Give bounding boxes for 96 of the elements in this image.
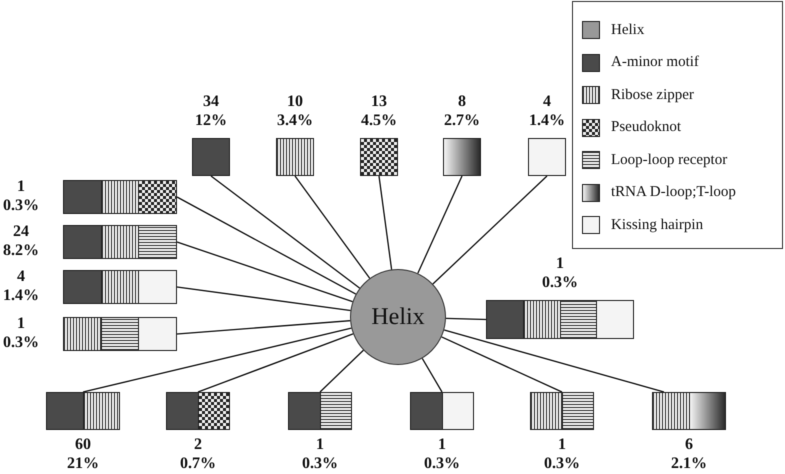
- motif-bar: [63, 317, 177, 351]
- percent-label: 0.3%: [301, 454, 339, 473]
- legend-label: A-minor motif: [611, 54, 699, 72]
- motif-segment: [139, 226, 176, 258]
- percent-label: 12%: [194, 111, 228, 130]
- count-label: 8: [457, 92, 467, 111]
- motif-bar: [410, 392, 474, 430]
- percent-label: 21%: [66, 454, 100, 473]
- count-label: 1: [557, 435, 567, 454]
- count-label: 10: [286, 92, 304, 111]
- count-label: 24: [12, 222, 30, 241]
- percent-label: 0.3%: [2, 333, 40, 352]
- motif-segment: [524, 301, 560, 338]
- motif-segment: [47, 393, 84, 429]
- connector-line: [432, 176, 548, 284]
- count-label: 1: [315, 435, 325, 454]
- percent-label: 0.7%: [179, 454, 217, 473]
- motif-segment: [139, 318, 176, 350]
- motif-segment: [411, 393, 442, 429]
- legend-label: Pseudoknot: [611, 119, 682, 136]
- percent-label: 1.4%: [528, 111, 566, 130]
- motif-bar: [63, 225, 177, 259]
- percent-label: 8.2%: [2, 241, 40, 260]
- motif-segment: [198, 393, 229, 429]
- connector-line: [176, 241, 353, 302]
- count-label: 1: [437, 435, 447, 454]
- motif-segment: [64, 181, 102, 213]
- connector-line: [176, 286, 351, 312]
- count-label: 4: [542, 92, 552, 111]
- motif-segment: [597, 301, 633, 338]
- legend-label: Ribose zipper: [611, 86, 694, 104]
- percent-label: 0.3%: [541, 273, 579, 292]
- motif-bar: [530, 392, 594, 430]
- connector-line: [82, 327, 352, 393]
- motif-segment: [139, 181, 176, 213]
- motif-segment: [139, 271, 176, 303]
- count-label: 1: [16, 177, 26, 196]
- motif-bar: [288, 392, 352, 430]
- motif-bar: [166, 392, 230, 430]
- connector-line: [378, 176, 392, 270]
- motif-segment: [487, 301, 524, 338]
- percent-label: 0.3%: [543, 454, 581, 473]
- legend-label: Kissing hairpin: [611, 216, 704, 234]
- connector-line: [210, 175, 360, 289]
- percent-label: 4.5%: [360, 111, 398, 130]
- motif-segment: [102, 271, 140, 303]
- count-label: 34: [202, 92, 220, 111]
- percent-label: 0.3%: [423, 454, 461, 473]
- connector-line: [446, 318, 486, 320]
- motif-segment: [64, 271, 102, 303]
- percent-label: 1.4%: [2, 286, 40, 305]
- connector-line: [444, 329, 664, 393]
- percent-label: 0.3%: [2, 196, 40, 215]
- count-label: 4: [16, 267, 26, 286]
- motif-segment: [560, 301, 598, 338]
- connector-line: [441, 336, 562, 393]
- connector-line: [176, 320, 350, 335]
- count-label: 1: [16, 314, 26, 333]
- motif-bar: [63, 270, 177, 304]
- connector-line: [417, 176, 463, 274]
- count-label: 1: [555, 254, 565, 273]
- count-label: 6: [684, 435, 694, 454]
- motif-segment: [289, 393, 320, 429]
- count-label: 13: [370, 92, 388, 111]
- motif-segment: [102, 226, 140, 258]
- connector-line: [294, 176, 370, 279]
- motif-segment: [102, 318, 140, 350]
- count-label: 60: [74, 435, 92, 454]
- connector-line: [176, 196, 356, 295]
- helix-circle: [350, 269, 446, 365]
- motif-segment: [690, 393, 725, 429]
- motif-bar: [652, 392, 726, 430]
- legend-label: Loop-loop receptor: [611, 152, 728, 169]
- legend-label: Helix: [611, 22, 644, 39]
- motif-segment: [531, 393, 562, 429]
- motif-segment: [562, 393, 593, 429]
- motif-bar: [46, 392, 120, 430]
- motif-segment: [84, 393, 119, 429]
- motif-bar: [486, 300, 634, 339]
- percent-label: 3.4%: [276, 111, 314, 130]
- connector-line: [320, 350, 364, 392]
- motif-segment: [64, 226, 102, 258]
- motif-segment: [320, 393, 351, 429]
- node-label: Helix: [371, 304, 425, 330]
- motif-segment: [653, 393, 690, 429]
- connector-line: [198, 333, 354, 393]
- percent-label: 2.1%: [670, 454, 708, 473]
- count-label: 2: [193, 435, 203, 454]
- motif-segment: [167, 393, 198, 429]
- legend-label: tRNA D-loop;T-loop: [611, 184, 736, 202]
- motif-segment: [64, 318, 102, 350]
- motif-bar: [63, 180, 177, 214]
- connector-line: [422, 358, 443, 392]
- motif-segment: [442, 393, 473, 429]
- percent-label: 2.7%: [443, 111, 481, 130]
- motif-segment: [102, 181, 140, 213]
